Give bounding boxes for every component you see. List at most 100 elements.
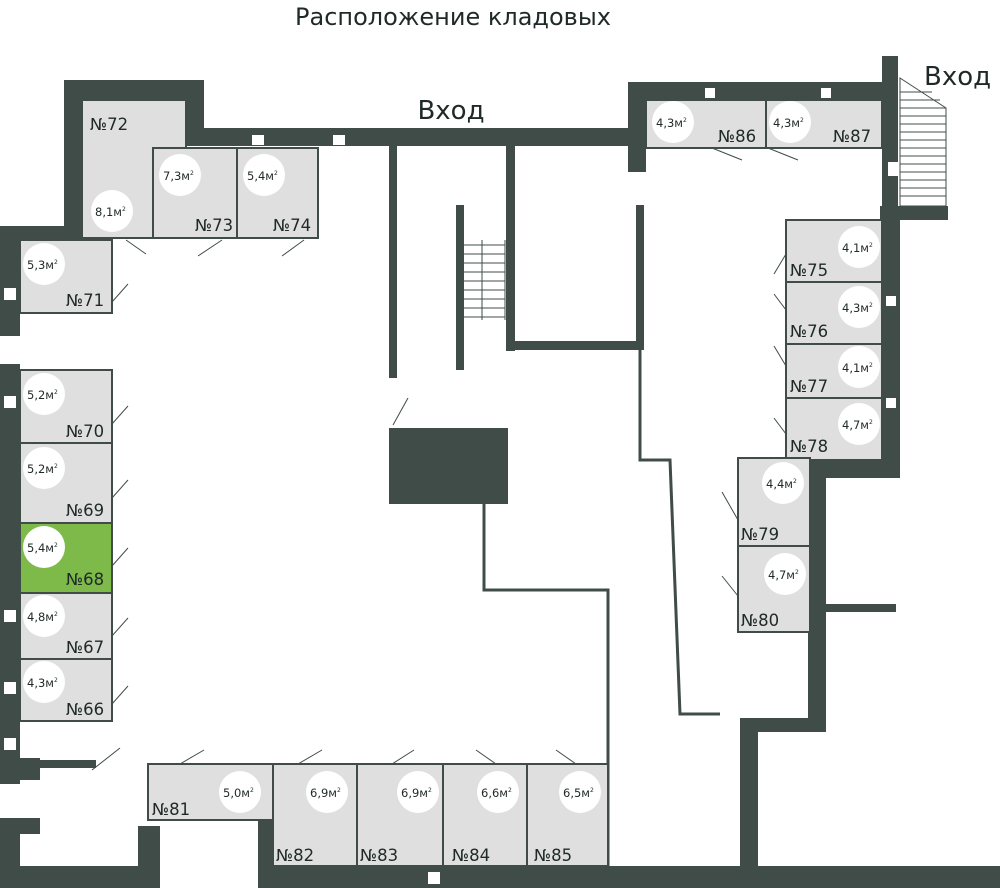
area-badge — [243, 154, 285, 196]
storage-area: 5,2м2 — [27, 462, 58, 476]
storage-number: №86 — [718, 127, 756, 146]
inner-wall-c — [506, 146, 515, 351]
area-badge — [764, 553, 806, 595]
lower-left-partition — [20, 760, 96, 768]
storage-76[interactable]: 4,3м2 №76 — [785, 281, 883, 345]
storage-number: №79 — [741, 525, 779, 544]
inner-wall-e — [636, 205, 644, 350]
bottom-wall-right — [258, 866, 1000, 888]
storage-66[interactable]: 4,3м2 №66 — [19, 658, 113, 722]
door-swings — [91, 147, 799, 771]
area-badge — [23, 595, 65, 637]
storage-85[interactable]: 6,5м2 №85 — [526, 763, 609, 867]
wall-86-left — [628, 82, 646, 172]
storage-87[interactable]: 4,3м2 №87 — [765, 99, 883, 149]
area-badge — [306, 771, 348, 813]
area-badge — [397, 771, 439, 813]
storage-number: №69 — [66, 501, 104, 520]
storage-86[interactable]: 4,3м2 №86 — [645, 99, 767, 149]
storage-79[interactable]: 4,4м2 №79 — [737, 457, 811, 547]
entrance-stairs — [899, 77, 947, 207]
storage-area: 5,3м2 — [27, 258, 58, 272]
storage-78[interactable]: 4,7м2 №78 — [785, 397, 883, 461]
area-badge — [769, 101, 811, 143]
storage-area: 4,3м2 — [842, 301, 873, 315]
storage-number: №75 — [790, 261, 828, 280]
storage-area: 5,4м2 — [27, 541, 58, 555]
storage-area: 4,4м2 — [766, 477, 797, 491]
storage-80[interactable]: 4,7м2 №80 — [737, 545, 811, 633]
interior-walls — [20, 146, 720, 866]
area-badge — [652, 101, 694, 143]
storage-71[interactable]: 5,3м2 №71 — [19, 239, 113, 314]
right-wall-lower — [740, 718, 758, 888]
storage-74[interactable]: 5,4м2 №74 — [236, 147, 319, 239]
area-badge — [838, 286, 880, 328]
storage-number: №68 — [66, 570, 104, 589]
area-badge — [91, 190, 133, 232]
storage-number: №82 — [276, 846, 314, 865]
storage-area: 8,1м2 — [95, 205, 126, 219]
page-title: Расположение кладовых — [295, 3, 611, 31]
storage-area: 4,7м2 — [842, 418, 873, 432]
area-badge — [23, 243, 65, 285]
area-badge — [23, 526, 65, 568]
storage-area: 5,4м2 — [247, 169, 278, 183]
storage-number: №85 — [534, 846, 572, 865]
storage-82[interactable]: 6,9м2 №82 — [272, 763, 358, 867]
storage-area: 6,6м2 — [481, 786, 512, 800]
storage-67[interactable]: 4,8м2 №67 — [19, 592, 113, 660]
right-wall-shelf — [808, 460, 898, 478]
area-badge — [477, 771, 519, 813]
storage-number: №76 — [790, 322, 828, 341]
corridor-line-2 — [638, 350, 720, 716]
storage-75[interactable]: 4,1м2 №75 — [785, 219, 883, 283]
storage-area: 5,0м2 — [223, 786, 254, 800]
storage-number: №72 — [90, 115, 128, 134]
storage-area: 6,9м2 — [310, 786, 341, 800]
storage-84[interactable]: 6,6м2 №84 — [442, 763, 528, 867]
wall-72-top — [64, 80, 204, 100]
left-wall-lower — [0, 364, 20, 784]
inner-wall-a — [389, 146, 397, 378]
area-badge — [23, 447, 65, 489]
entrance-label-main: Вход — [417, 96, 484, 126]
top-wall — [190, 128, 630, 146]
area-badge — [159, 154, 201, 196]
area-badge — [23, 661, 65, 703]
storage-number: №73 — [195, 216, 233, 235]
area-badge — [838, 226, 880, 268]
bottom-wall-82-left — [258, 820, 274, 888]
storage-number: №70 — [66, 422, 104, 441]
area-badge — [838, 403, 880, 445]
storage-area: 4,1м2 — [842, 241, 873, 255]
right-wall-jog — [740, 718, 826, 732]
storage-area: 7,3м2 — [163, 169, 194, 183]
storage-area: 4,1м2 — [842, 361, 873, 375]
storage-area: 4,3м2 — [656, 116, 687, 130]
storage-area: 4,7м2 — [768, 568, 799, 582]
bottom-wall-step — [138, 826, 160, 888]
storage-68[interactable]: 5,4м2 №68 — [19, 522, 113, 594]
storage-number: №80 — [741, 611, 779, 630]
right-wall-mid — [808, 460, 826, 732]
storage-area: 4,3м2 — [773, 116, 804, 130]
right-wall-upper — [882, 220, 900, 478]
central-column — [389, 428, 508, 504]
storage-69[interactable]: 5,2м2 №69 — [19, 442, 113, 524]
storage-83[interactable]: 6,9м2 №83 — [356, 763, 444, 867]
storage-area: 6,5м2 — [563, 786, 594, 800]
area-badge — [762, 462, 804, 504]
storage-number: №78 — [790, 437, 828, 456]
storage-number: №66 — [66, 700, 104, 719]
wall-71-top — [0, 226, 82, 242]
storage-number: №83 — [360, 846, 398, 865]
storage-area: 6,9м2 — [401, 786, 432, 800]
storage-81[interactable]: 5,0м2 №81 — [147, 763, 274, 821]
storage-number: №77 — [790, 377, 828, 396]
inner-wall-b — [456, 205, 464, 370]
storage-77[interactable]: 4,1м2 №77 — [785, 343, 883, 399]
wall-72-right — [186, 80, 204, 146]
storage-73[interactable]: 7,3м2 №73 — [152, 147, 238, 239]
storage-70[interactable]: 5,2м2 №70 — [19, 369, 113, 444]
